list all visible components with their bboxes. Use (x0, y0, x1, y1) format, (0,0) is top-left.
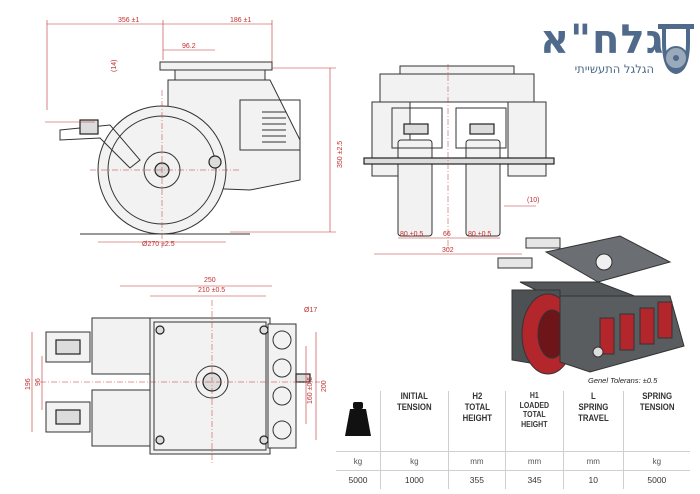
value-cell: 1000 (380, 470, 449, 489)
dim-ground-clearance: (10) (527, 197, 539, 204)
dim-plate-width: 200 (321, 380, 328, 392)
value-cell: 5000 (336, 470, 382, 489)
company-logo: גלח"א הגלגל התעשייתי (540, 18, 696, 84)
unit-cell: mm (563, 451, 624, 471)
logo-subtitle: הגלגל התעשייתי (574, 62, 654, 76)
dim-wheel-width-right: 80 ±0.5 (468, 231, 491, 238)
top-view: 250 210 ±0.5 Ø17 200 160 ±0.5 (25, 277, 328, 464)
dim-overall-width: 356 ±1 (118, 17, 139, 24)
side-view: 356 ±1 186 ±1 96.2 (14) 350 ±2.5 (45, 17, 344, 248)
logo-title: גלח"א (540, 17, 665, 63)
front-view: 80 ±0.5 66 80 ±0.5 302 (10) (363, 64, 555, 255)
dim-bolt-spacing-x: 210 ±0.5 (198, 287, 225, 294)
dim-inner-height: 96 (35, 378, 42, 386)
dim-height: 350 ±2.5 (337, 141, 344, 168)
caster-wheel-icon (658, 24, 694, 75)
caster-render (497, 235, 685, 375)
dim-wheel-diameter: Ø270 ±2.5 (142, 241, 175, 248)
dim-offset: 186 ±1 (230, 17, 251, 24)
value-cell: 10 (563, 470, 624, 489)
dim-bolt-spacing-y: 160 ±0.5 (307, 377, 314, 404)
value-cell: 345 (505, 470, 564, 489)
weight-icon (345, 401, 372, 436)
tolerance-note: Genel Tolerans: ±0.5 (588, 376, 658, 385)
dim-plate-length: 250 (204, 277, 216, 284)
unit-cell: kg (380, 451, 449, 471)
unit-cell: mm (505, 451, 564, 471)
unit-cell: kg (336, 451, 382, 471)
value-cell: 355 (448, 470, 507, 489)
load-column-header (336, 391, 382, 452)
dim-overall-height: 196 (25, 378, 32, 390)
dim-overall-front: 302 (442, 247, 454, 254)
unit-cell: kg (623, 451, 690, 471)
value-cell: 5000 (623, 470, 690, 489)
dim-swivel-offset: 96.2 (182, 43, 196, 50)
unit-cell: mm (448, 451, 507, 471)
dim-plate-thickness: (14) (111, 60, 118, 72)
dim-hole: Ø17 (304, 307, 317, 314)
dim-wheel-width-left: 80 ±0.5 (400, 231, 423, 238)
dim-gap: 66 (443, 231, 451, 238)
